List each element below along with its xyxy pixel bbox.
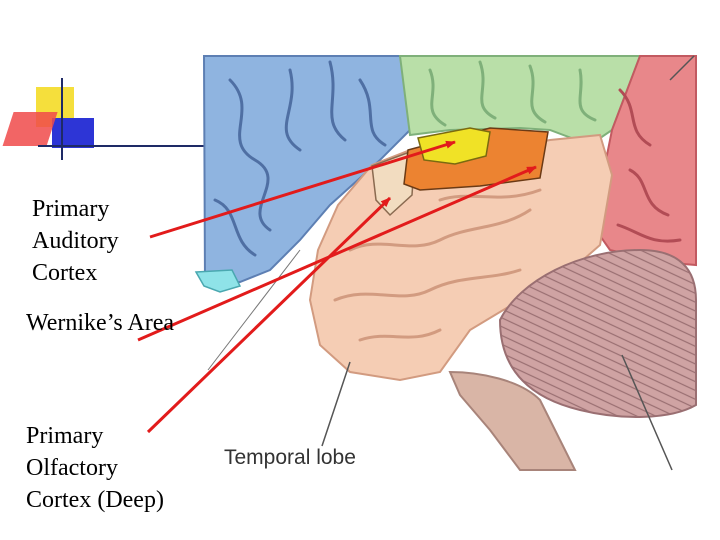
label-line: Primary — [32, 196, 110, 222]
label-line: Cortex (Deep) — [26, 487, 164, 513]
label-line: Olfactory — [26, 455, 118, 481]
brainstem — [448, 370, 577, 471]
arrow-icon — [146, 196, 392, 434]
cerebellum — [498, 248, 697, 418]
arrow-icon — [149, 140, 456, 239]
label-line: Primary — [26, 423, 104, 449]
slide-bullet-icon — [2, 78, 210, 160]
occipital-lobe — [594, 55, 697, 267]
label-primary-olfactory-cortex: Primary Olfactory Cortex (Deep) — [26, 420, 164, 516]
label-wernickes-area: Wernike’s Area — [26, 307, 174, 339]
label-line: Wernike’s Area — [26, 310, 175, 336]
pointer-arrows — [137, 140, 537, 434]
brain-illustration — [194, 55, 697, 471]
cyan-structure — [194, 269, 242, 293]
label-line: Cortex — [32, 260, 98, 286]
label-line: Auditory — [32, 228, 119, 254]
temporal-lobe-caption: Temporal lobe — [224, 446, 356, 469]
arrow-icon — [137, 165, 537, 342]
label-primary-auditory-cortex: Primary Auditory Cortex — [32, 193, 119, 289]
